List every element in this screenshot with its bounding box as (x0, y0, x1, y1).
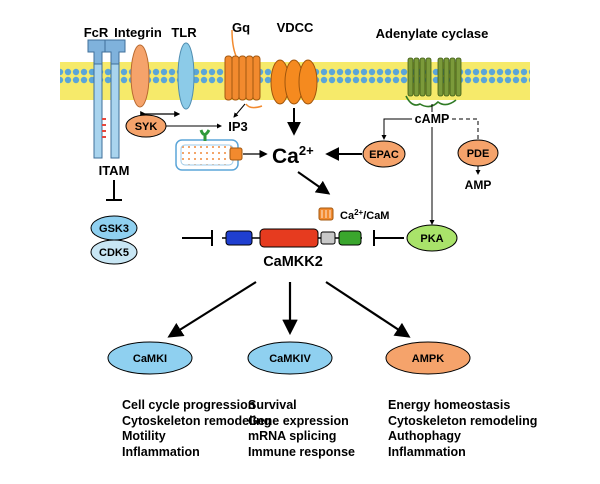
ip3-receptor-icon (199, 129, 211, 141)
adenylate-cyclase-label: Adenylate cyclase (376, 26, 489, 41)
pka-label: PKA (420, 233, 443, 245)
calmodulin-icon (318, 207, 334, 221)
itam-phosphorylation-marks (102, 118, 106, 138)
ip3-label: IP3 (228, 119, 248, 134)
amp-label: AMP (465, 178, 492, 192)
camkiv-label: CaMKIV (269, 353, 311, 365)
camkiv-outcome-item: Gene expression (248, 413, 349, 428)
vdcc-label: VDCC (277, 20, 314, 35)
cdk5-label: CDK5 (99, 247, 129, 259)
fcr-receptor (87, 39, 126, 159)
tlr-receptor (177, 42, 195, 110)
camp-pde-dashed-line (452, 118, 479, 139)
adenylate-cyclase (405, 57, 462, 108)
cdk5-node (90, 239, 138, 265)
calcium-superscript: 2+ (299, 143, 314, 158)
calcium-to-cam-arrow (297, 171, 331, 195)
epac-label: EPAC (369, 149, 399, 161)
vdcc-channel (270, 59, 318, 105)
camkk2-to-camki-arrow (167, 281, 257, 338)
calcium-label: Ca2+ (272, 143, 314, 168)
ampk-outcome-item: Inflammation (388, 444, 466, 459)
epac-node (362, 140, 406, 168)
camkk2-n-terminal-domain (225, 230, 253, 246)
camkk2-to-ampk-arrow (325, 281, 411, 338)
integrin-label: Integrin (114, 25, 162, 40)
integrin-receptor (130, 44, 150, 108)
pka-node (406, 224, 458, 252)
camki-node (107, 341, 193, 375)
ampk-label: AMPK (412, 353, 444, 365)
fcr-label: FcR (84, 25, 109, 40)
camkk2-protein (222, 228, 362, 248)
camki-outcome-item: Cytoskeleton remodeling (122, 413, 272, 428)
syk-label: SYK (135, 121, 158, 133)
camkk2-label: CaMKK2 (263, 254, 323, 270)
ampk-outcomes: Energy homeostasis Cytoskeleton remodeli… (388, 398, 537, 460)
camki-outcome-item: Motility (122, 429, 166, 443)
er-calcium-store (175, 139, 243, 171)
camkiv-outcomes: Survival Gene expression mRNA splicing I… (248, 398, 355, 460)
camki-outcomes: Cell cycle progression Cytoskeleton remo… (122, 398, 271, 460)
gq-to-ip3-arrow (233, 103, 246, 118)
camkk2-regulatory-domain (320, 231, 336, 245)
camki-label: CaMKI (133, 353, 167, 365)
ampk-outcome-item: Authophagy (388, 429, 461, 443)
ampk-node (385, 341, 471, 375)
camkiv-outcome-item: Immune response (248, 444, 355, 459)
gq-label: Gq (232, 20, 250, 35)
gsk3-label: GSK3 (99, 223, 129, 235)
camki-outcome-item: Inflammation (122, 444, 200, 459)
gq-receptor (224, 29, 263, 109)
camkiv-node (247, 341, 333, 375)
camkk2-kinase-domain (259, 228, 319, 248)
ampk-outcome-item: Cytoskeleton remodeling (388, 413, 538, 428)
camp-label: cAMP (415, 112, 450, 126)
camkiv-outcome-item: Survival (248, 398, 297, 412)
tlr-label: TLR (171, 25, 197, 40)
pde-label: PDE (467, 148, 490, 160)
ca-cam-label: Ca2+/CaM (340, 208, 389, 222)
camp-to-epac-arrow (381, 118, 412, 140)
camki-outcome-item: Cell cycle progression (122, 398, 256, 412)
ampk-outcome-item: Energy homeostasis (388, 398, 511, 412)
camkiv-outcome-item: mRNA splicing (248, 429, 337, 443)
itam-label: ITAM (99, 163, 130, 178)
camkk2-c-terminal-domain (338, 230, 362, 246)
